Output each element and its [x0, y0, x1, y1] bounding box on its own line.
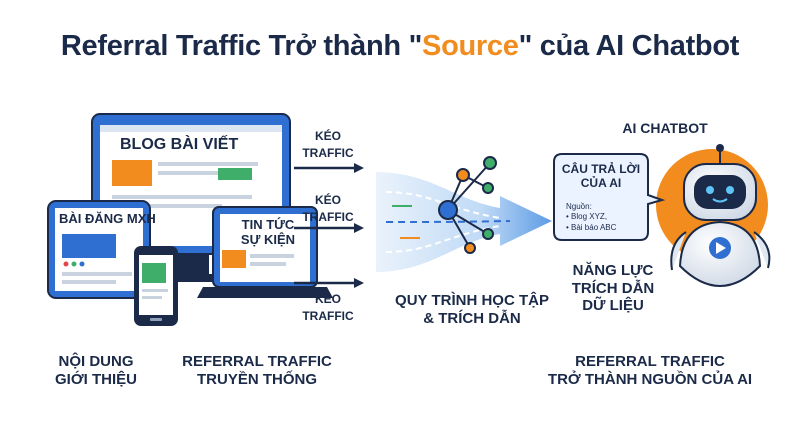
- process-label-line1: QUY TRÌNH HỌC TẬP: [395, 292, 549, 309]
- traffic-arrows: [294, 163, 364, 288]
- tablet-icon: [47, 200, 151, 299]
- bottom-label-traditional-line1: REFERRAL TRAFFIC: [182, 353, 332, 370]
- arrow-label-3-line2: TRAFFIC: [302, 309, 354, 324]
- robot-icon: [670, 144, 771, 288]
- title-suffix: " của AI Chatbot: [518, 30, 740, 62]
- arrow-label-2-line2: TRAFFIC: [302, 210, 354, 225]
- title-highlight: Source: [422, 30, 519, 62]
- laptop-icon: [197, 206, 333, 298]
- tablet-label: BÀI ĐĂNG MXH: [59, 211, 156, 226]
- bottom-label-ai-source-line1: REFERRAL TRAFFIC: [575, 353, 725, 370]
- arrow-label-1: KÉO TRAFFIC: [292, 128, 364, 163]
- page-title: Referral Traffic Trở thành "Source" của …: [0, 30, 800, 63]
- chat-bubble-line1: CÂU TRẢ LỜI: [561, 162, 641, 176]
- arrow-label-1-line2: TRAFFIC: [302, 146, 354, 161]
- smartphone-icon: [134, 246, 178, 326]
- arrow-label-3: KÉO TRAFFIC: [292, 291, 364, 326]
- bottom-label-traditional: REFERRAL TRAFFIC TRUYỀN THỐNG: [172, 353, 342, 388]
- arrow-label-3-line1: KÉO: [314, 292, 341, 306]
- chat-bubble-line2: CỦA AI: [580, 176, 622, 191]
- network-nodes-icon: [438, 156, 497, 254]
- bottom-label-content: NỘI DUNG GIỚI THIỆU: [36, 353, 156, 388]
- monitor-label: BLOG BÀI VIẾT: [120, 136, 239, 153]
- chat-bubble-text: CÂU TRẢ LỜI CỦA AI: [556, 162, 646, 190]
- title-prefix: Referral Traffic Trở thành ": [60, 30, 423, 62]
- laptop-label: TIN TỨC SỰ KIỆN: [224, 217, 312, 248]
- sources-title: Nguồn:: [566, 202, 592, 211]
- source-item: • Blog XYZ,: [566, 212, 608, 222]
- chatbot-header: AI CHATBOT: [622, 120, 708, 136]
- arrow-label-2: KÉO TRAFFIC: [292, 192, 364, 227]
- capability-line1: NĂNG LỰC: [572, 262, 654, 279]
- bottom-label-content-line1: NỘI DUNG: [58, 353, 134, 370]
- chat-sources: Nguồn: • Blog XYZ, • Bài báo ABC: [566, 202, 648, 233]
- process-label: QUY TRÌNH HỌC TẬP & TRÍCH DẪN: [372, 292, 572, 327]
- capability-line3: DỮ LIỆU: [582, 297, 644, 315]
- source-item: • Bài báo ABC: [566, 222, 617, 232]
- process-label-line2: & TRÍCH DẪN: [423, 309, 521, 327]
- bottom-label-ai-source-line2: TRỞ THÀNH NGUỒN CỦA AI: [547, 370, 753, 388]
- bottom-label-content-line2: GIỚI THIỆU: [55, 370, 137, 388]
- flow-funnel: [376, 172, 552, 272]
- capability-label: NĂNG LỰC TRÍCH DẪN DỮ LIỆU: [548, 262, 678, 315]
- laptop-label-line2: SỰ KIỆN: [240, 231, 296, 247]
- laptop-label-line1: TIN TỨC: [241, 217, 295, 232]
- arrow-label-2-line1: KÉO: [314, 193, 341, 207]
- bottom-label-ai-source: REFERRAL TRAFFIC TRỞ THÀNH NGUỒN CỦA AI: [540, 353, 760, 388]
- bottom-label-traditional-line2: TRUYỀN THỐNG: [197, 370, 317, 388]
- arrow-label-1-line1: KÉO: [314, 129, 341, 143]
- chat-bubble: [553, 153, 666, 241]
- capability-line2: TRÍCH DẪN: [571, 279, 655, 297]
